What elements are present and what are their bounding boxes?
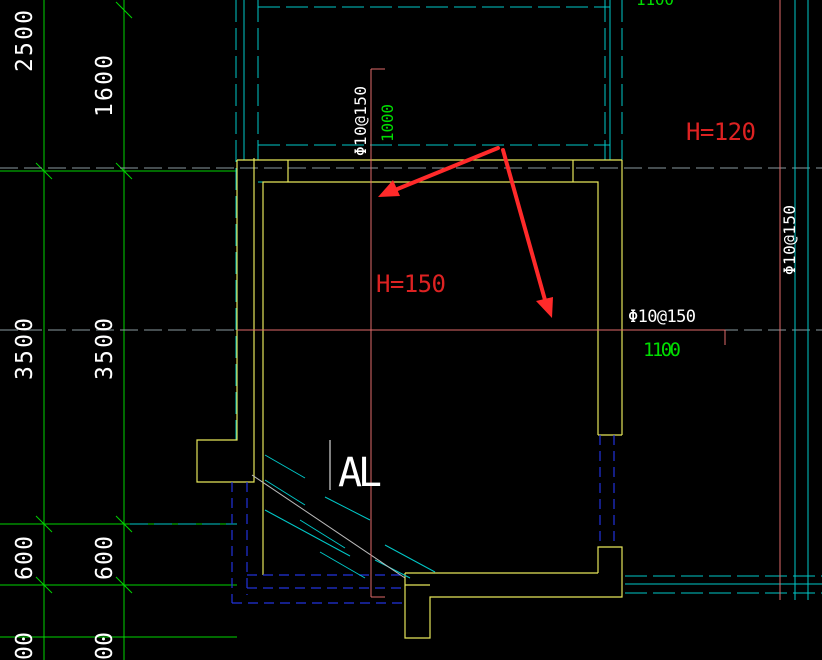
slab-label-h120: H=120 [686,118,756,146]
top-rebar-spec: Φ10@150 [351,86,370,156]
dim-outer-lower-b: 00 [12,632,38,660]
dim-outer-upper: 2500 [12,10,38,72]
room-label: AL [338,450,382,496]
dim-outer-middle: 3500 [12,318,38,380]
dim-inner-lower-b: 00 [92,632,118,660]
annotation-arrows [378,146,553,318]
wall-outlines [196,158,623,639]
dim-inner-lower-a: 600 [92,536,118,580]
dimension-lines [0,0,237,660]
diagonal-line [251,474,406,579]
annotation-arrow-right [501,148,547,302]
dim-inner-middle: 3500 [92,318,118,380]
beam-lines [231,435,615,604]
arrowhead-left-icon [378,180,400,197]
dim-inner-upper: 1600 [92,55,118,117]
dim-outer-lower-a: 600 [12,536,38,580]
hatch-lines [264,454,436,579]
far-right-rebar-spec: Φ10@150 [780,205,799,275]
top-rebar-partial: 1100 [636,0,674,9]
right-rebar-length: 1100 [643,339,681,361]
slab-label-h150: H=150 [376,270,446,298]
slab-outline-lines [0,0,822,600]
arrowhead-right-icon [536,297,553,318]
right-rebar-spec: Φ10@150 [628,307,696,327]
rebar-lines [237,0,781,600]
annotation-arrow-left [393,146,500,192]
top-rebar-length: 1000 [378,104,397,142]
